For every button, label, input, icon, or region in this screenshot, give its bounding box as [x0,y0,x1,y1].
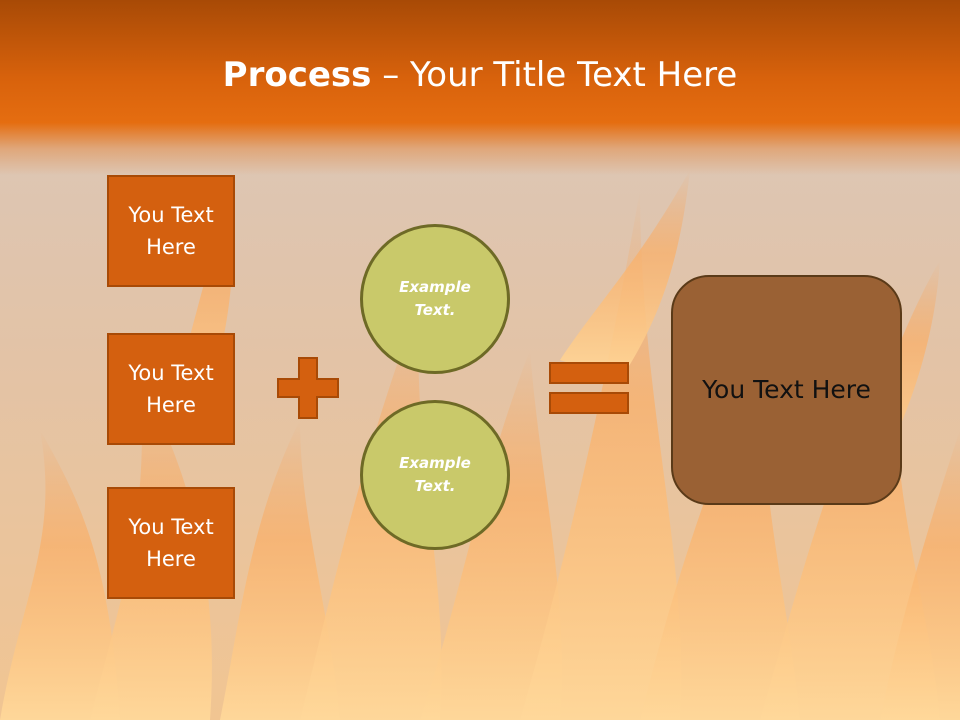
input-box-1-label: You Text Here [128,203,214,259]
title-strong: Process [222,55,372,95]
example-circle-1-label: Example Text. [399,278,471,319]
result-box: You Text Here [671,275,902,505]
input-box-2-label: You Text Here [128,361,214,417]
plus-icon [277,357,339,419]
example-circle-2-label: Example Text. [399,454,471,495]
equals-icon [549,362,629,414]
title-band [0,0,960,175]
example-circle-1: Example Text. [360,224,510,374]
example-circle-2: Example Text. [360,400,510,550]
page-title: Process – Your Title Text Here [0,52,960,98]
input-box-3: You Text Here [107,487,235,599]
input-box-1: You Text Here [107,175,235,287]
input-box-2: You Text Here [107,333,235,445]
title-rest: Your Title Text Here [410,55,738,95]
input-box-3-label: You Text Here [128,515,214,571]
result-box-label: You Text Here [702,375,871,404]
title-separator: – [371,55,411,95]
